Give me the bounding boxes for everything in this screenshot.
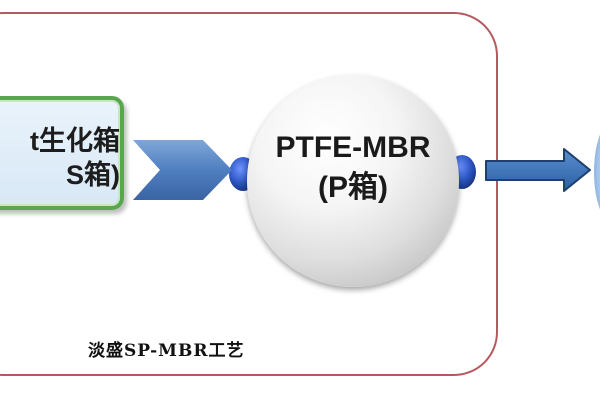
s-tank-label-line1: t生化箱	[30, 126, 120, 156]
p-tank-label-line2: (P箱)	[318, 171, 388, 204]
s-tank-label-line2: S箱)	[66, 160, 120, 190]
p-tank-label: PTFE-MBR (P箱)	[247, 128, 459, 208]
s-tank-box	[0, 96, 124, 210]
next-stage-partial-shape	[594, 134, 600, 210]
s-tank-label: t生化箱 S箱)	[0, 124, 120, 192]
p-tank-circle	[247, 75, 459, 287]
connector-chevron-icon	[133, 140, 232, 200]
process-caption: 淡盛SP-MBR工艺	[88, 341, 245, 361]
output-arrow-icon	[485, 148, 591, 192]
process-frame	[0, 12, 498, 376]
p-tank-label-line1: PTFE-MBR	[275, 131, 431, 164]
